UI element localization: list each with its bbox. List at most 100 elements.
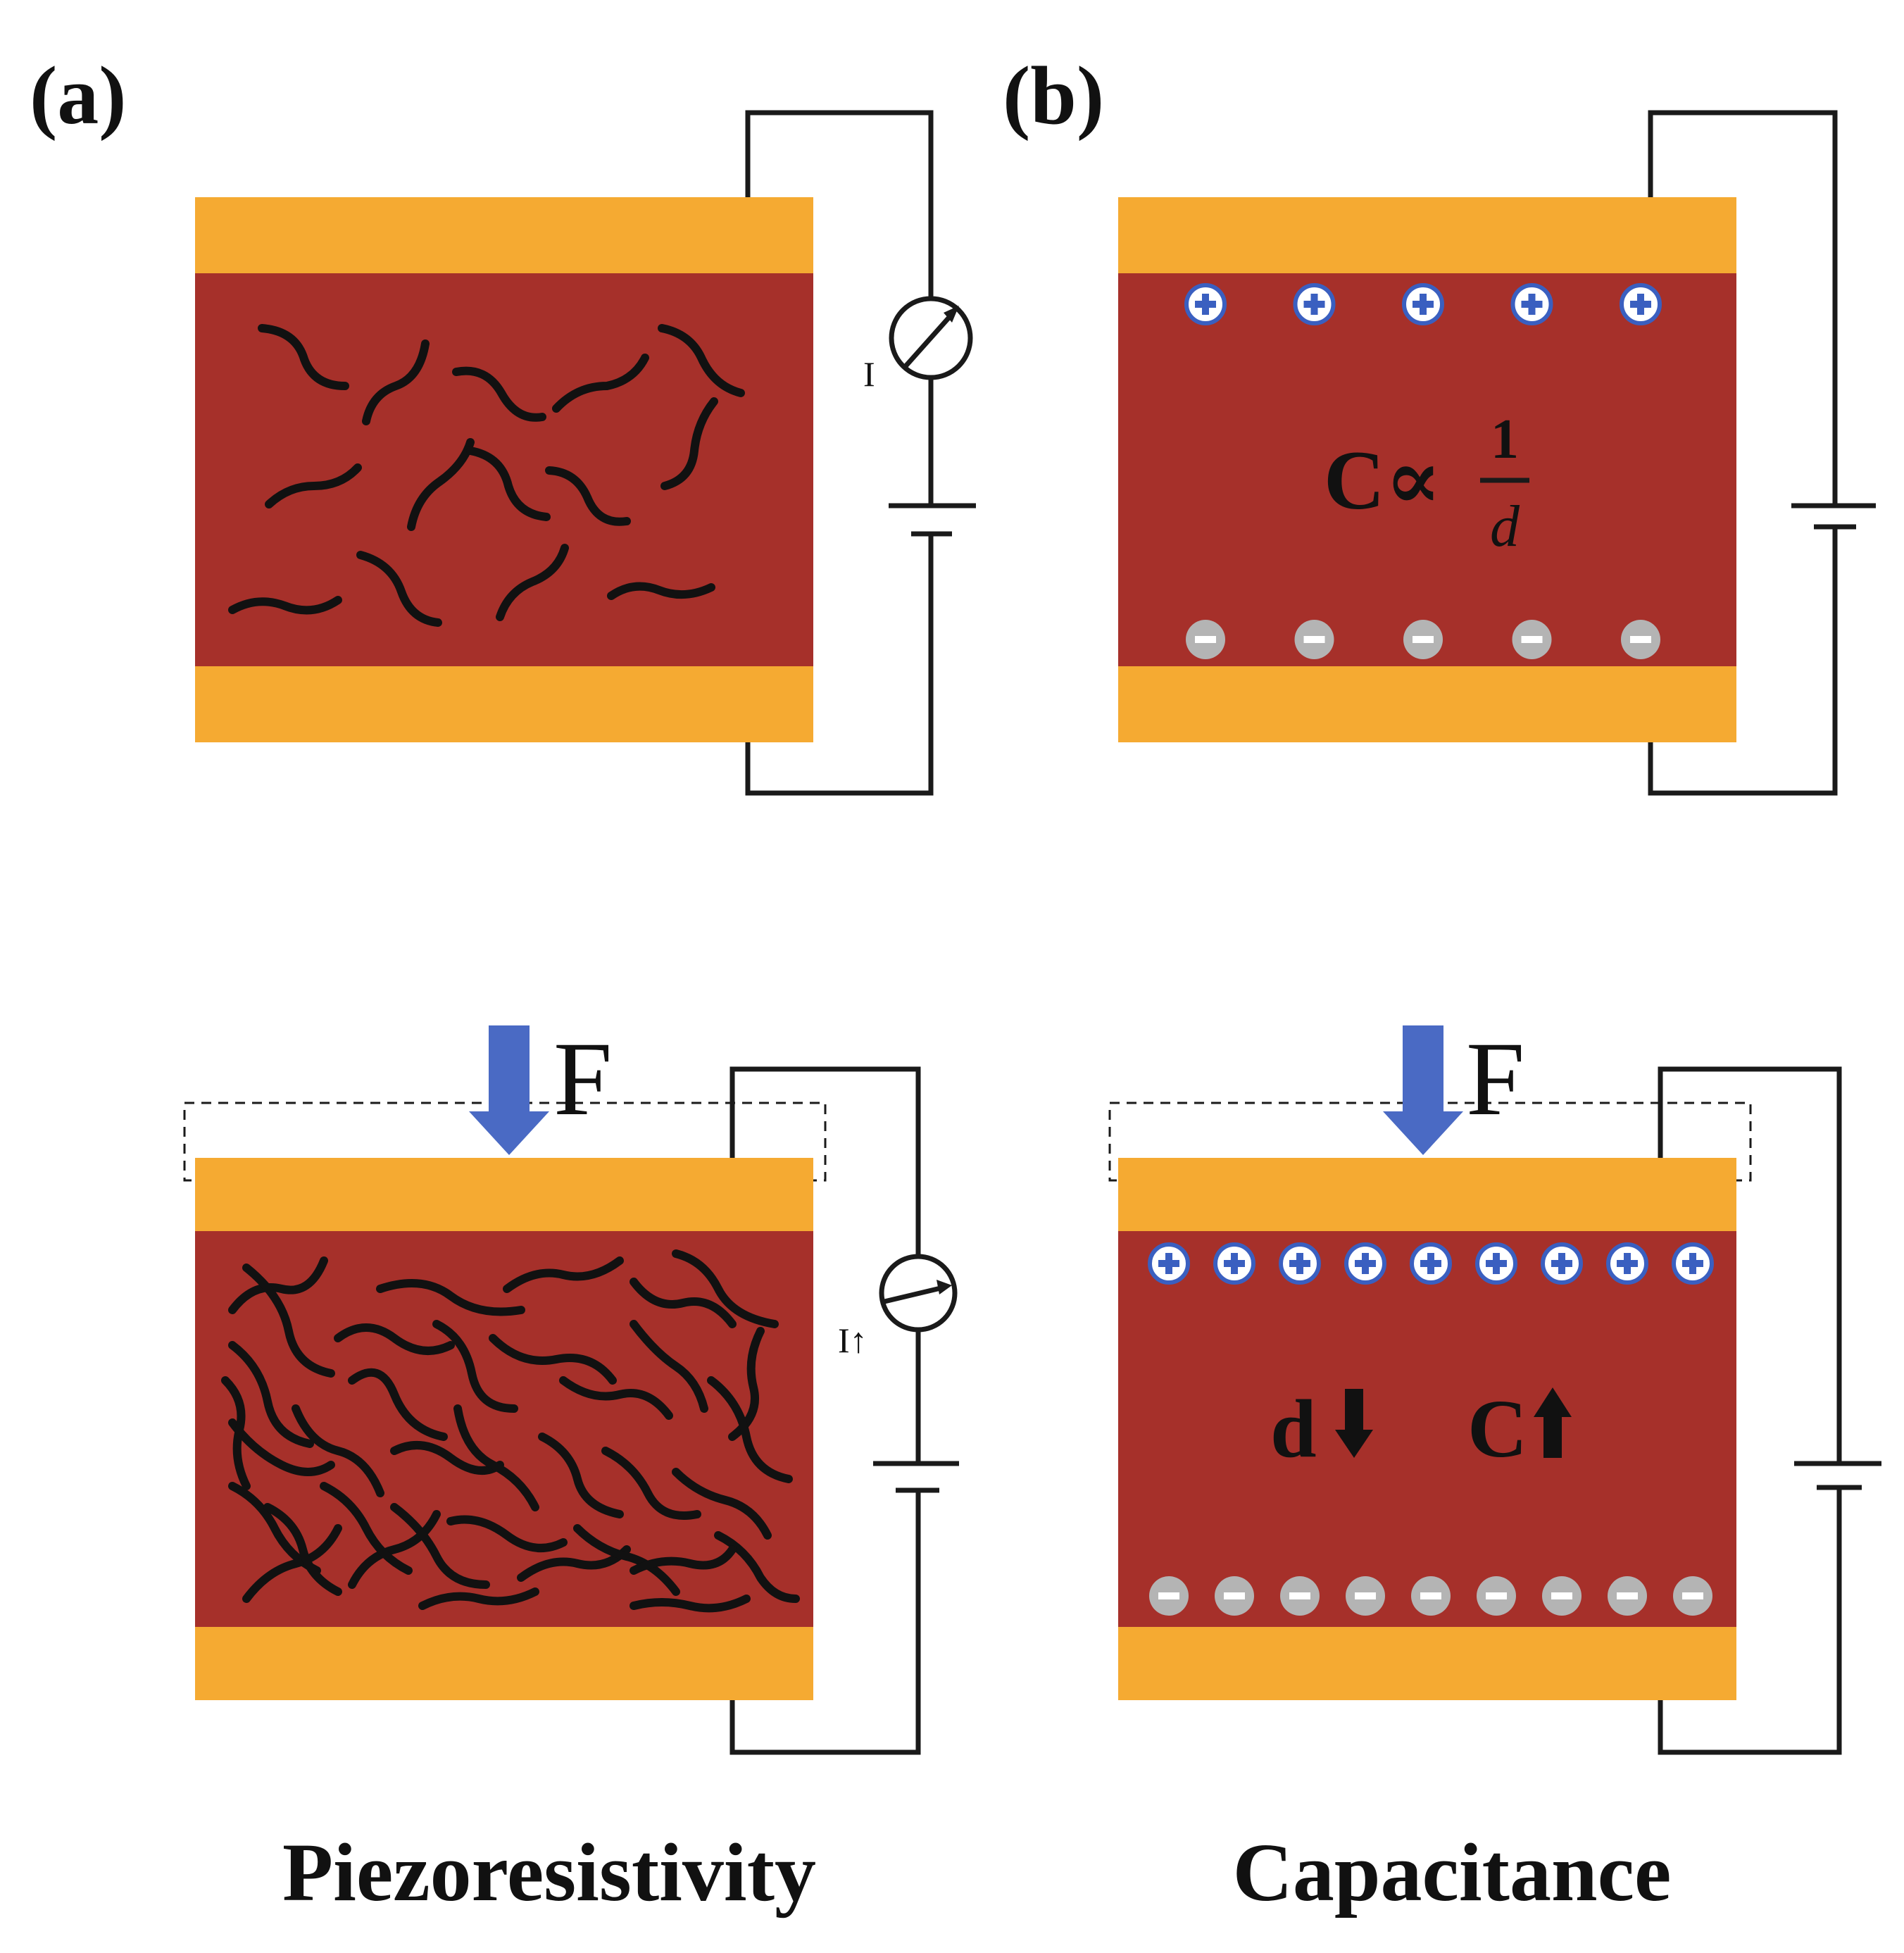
conductive-fiber	[390, 1441, 504, 1475]
conductive-fiber-network-dense	[221, 1249, 800, 1613]
positive-charge-row	[1184, 283, 1662, 325]
circuit-wire	[1658, 1066, 1842, 1464]
negative-charge	[1608, 1576, 1647, 1616]
conductive-fiber	[228, 596, 342, 615]
conductive-fiber	[517, 1545, 631, 1582]
conductive-fiber	[446, 1515, 568, 1552]
conductive-fiber	[630, 1278, 737, 1328]
conductive-fiber	[552, 354, 649, 413]
top-electrode	[1118, 1158, 1736, 1231]
positive-charge	[1672, 1242, 1714, 1285]
negative-charge	[1411, 1576, 1451, 1616]
conductive-fiber-network-sparse	[228, 324, 745, 627]
conductive-fiber	[601, 1447, 701, 1520]
current-increase-label: I↑	[838, 1321, 868, 1360]
caption-piezoresistivity: Piezoresistivity	[282, 1826, 816, 1918]
battery-icon	[1791, 503, 1876, 530]
positive-charge	[1344, 1242, 1386, 1285]
positive-charge	[1510, 283, 1553, 325]
panel-a-pressed: F I↑ Piezoresistivity	[183, 1021, 959, 1918]
distance-symbol: d	[1270, 1383, 1317, 1475]
circuit-wire	[745, 534, 934, 796]
panel-a-relaxed: (a) I	[30, 49, 976, 796]
battery-icon	[889, 503, 976, 537]
negative-charge	[1512, 620, 1552, 659]
positive-charge	[1541, 1242, 1583, 1285]
positive-charge	[1213, 1242, 1255, 1285]
negative-charge-row	[1149, 1576, 1712, 1616]
force-label: F	[1466, 1021, 1524, 1137]
conductive-fiber	[228, 1256, 328, 1314]
dielectric-layer	[1118, 273, 1736, 666]
positive-charge	[1293, 283, 1336, 325]
force-arrow-icon	[1383, 1025, 1463, 1155]
negative-charge	[1403, 620, 1443, 659]
top-electrode	[195, 1158, 813, 1231]
up-arrow-icon	[1534, 1387, 1572, 1458]
capacitance-formula-numerator: 1	[1491, 408, 1519, 470]
conductive-fiber	[221, 1376, 251, 1490]
down-arrow-icon	[1335, 1389, 1373, 1458]
dielectric-layer	[1118, 1231, 1736, 1627]
conductive-fiber	[418, 1587, 539, 1610]
conductive-fiber	[407, 438, 475, 531]
conductive-fiber	[356, 551, 442, 627]
conductive-fiber	[390, 1503, 490, 1589]
positive-charge	[1620, 283, 1662, 325]
capacitance-formula-lhs: C∝	[1324, 433, 1441, 527]
conductive-fiber	[496, 544, 569, 621]
conductive-fiber	[489, 1334, 617, 1385]
force-label: F	[553, 1021, 612, 1137]
circuit-wire	[1648, 110, 1838, 506]
negative-charge	[1542, 1576, 1582, 1616]
bottom-electrode	[1118, 666, 1736, 742]
conductive-fiber	[538, 1433, 624, 1518]
positive-charge	[1184, 283, 1227, 325]
positive-charge	[1148, 1242, 1190, 1285]
negative-charge	[1621, 620, 1660, 659]
bottom-electrode	[1118, 1627, 1736, 1700]
conductive-fiber	[263, 1503, 342, 1596]
force-arrow-icon	[469, 1025, 549, 1155]
positive-charge	[1606, 1242, 1648, 1285]
conductive-fiber	[228, 1418, 335, 1476]
capacitance-formula-denominator: d	[1490, 494, 1520, 559]
ammeter-icon	[889, 296, 973, 380]
negative-charge	[1346, 1576, 1385, 1616]
circuit-wire	[729, 1490, 921, 1755]
negative-charge	[1477, 1576, 1516, 1616]
bottom-electrode	[195, 666, 813, 742]
conductive-fiber	[658, 324, 745, 397]
conductive-fiber	[228, 1341, 314, 1448]
conductive-fiber	[607, 582, 715, 600]
ammeter-icon	[879, 1254, 958, 1333]
conductive-fiber	[452, 366, 546, 422]
circuit-wire	[729, 1066, 921, 1261]
conductive-fiber	[630, 1545, 737, 1575]
conductive-fiber	[258, 324, 349, 390]
conductive-fiber	[376, 1279, 525, 1316]
circuit-wire	[1658, 1487, 1842, 1755]
current-label: I	[863, 354, 875, 394]
negative-charge	[1149, 1576, 1189, 1616]
positive-charge-row	[1148, 1242, 1714, 1285]
battery-icon	[1794, 1461, 1881, 1490]
conductive-fiber	[320, 1482, 413, 1575]
conductive-fiber	[348, 1368, 448, 1441]
circuit-wire	[1648, 527, 1838, 796]
conductive-fiber	[559, 1376, 673, 1420]
caption-capacitance: Capacitance	[1233, 1826, 1672, 1918]
conductive-fiber	[707, 1376, 793, 1483]
bottom-electrode	[195, 1627, 813, 1700]
negative-charge	[1294, 620, 1334, 659]
conductive-fiber	[672, 1468, 772, 1540]
panel-a-label: (a)	[30, 49, 127, 142]
positive-charge	[1410, 1242, 1452, 1285]
conductive-fiber	[292, 1404, 384, 1497]
capacitance-symbol: C	[1467, 1383, 1527, 1475]
top-electrode	[1118, 197, 1736, 273]
conductive-fiber	[362, 339, 430, 425]
circuit-wire	[745, 110, 934, 308]
negative-charge-row	[1186, 620, 1660, 659]
